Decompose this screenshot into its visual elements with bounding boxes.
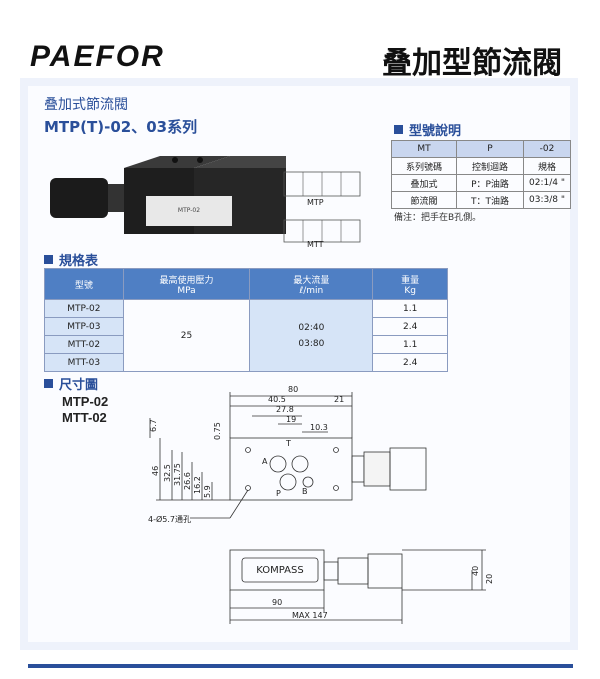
code-cell: -02 [523,140,571,158]
dim-32-5: 32.5 [163,464,172,482]
valve-photo: MTP-02 [50,156,286,234]
port-t: T [285,439,291,448]
brand-logo: PAEFOR [30,40,165,73]
spec-header: 重量 Kg [372,268,448,300]
dim-31-75: 31.75 [173,463,182,486]
spec-weight: 2.4 [372,353,448,372]
dim-40: 40 [471,566,480,576]
kompass-label: KOMPASS [256,565,303,576]
product-series: MTP(T)-02、03系列 [44,118,198,136]
spec-table: 型號 最高使用壓力 MPa 最大流量 ℓ/min 重量 Kg MTP-02 25… [44,268,448,372]
symbol-mtp-label: MTP [307,198,324,207]
spec-section-title: 規格表 [44,250,98,269]
dim-20: 20 [485,574,494,584]
dim-80: 80 [288,385,298,394]
port-a: A [262,457,268,466]
spec-header: 型號 [44,268,124,300]
code-cell: P [456,140,524,158]
dim-max-147: MAX 147 [292,611,328,620]
code-cell: 系列號碼 [391,157,457,175]
bullet-square-icon [44,255,53,264]
port-p: P [276,489,281,498]
code-cell: 控制迴路 [456,157,524,175]
dim-16-2: 16.2 [193,476,202,494]
dim-5-9: 5.9 [203,485,212,498]
dimension-drawing: 80 40.5 21 27.8 19 10.3 0.75 6.7 46 32.5… [148,385,494,624]
dim-section-title: 尺寸圖 [44,374,98,393]
footer-rule [28,664,573,668]
svg-text:MTP-02: MTP-02 [178,207,200,214]
spec-flow-03: 03:80 [298,338,325,349]
dim-46: 46 [151,466,160,476]
dim-26-6: 26.6 [183,472,192,490]
dim-10-3: 10.3 [310,423,328,432]
dim-40-5: 40.5 [268,395,286,404]
spec-pressure: 25 [122,299,251,372]
holes-note: 4-Ø5.7通孔 [148,514,191,524]
code-cell: T：T油路 [456,191,524,209]
model-code-table: MT P -02 系列號碼 控制迴路 規格 叠加式 P：P油路 02:1/4 "… [391,140,571,209]
port-b: B [302,487,308,496]
spec-model: MTT-03 [44,353,124,372]
spec-model: MTP-03 [44,317,124,336]
hydraulic-symbols [283,171,361,243]
spec-model: MTP-02 [44,299,124,318]
code-cell: 叠加式 [391,174,457,192]
code-cell: MT [391,140,457,158]
spec-weight: 1.1 [372,299,448,318]
spec-weight: 1.1 [372,335,448,354]
page-title: 叠加型節流閥 [382,46,562,81]
spec-flow-02: 02:40 [298,322,325,333]
code-section-title: 型號說明 [394,120,461,139]
note-text: 備注：把手在B孔側。 [394,213,482,223]
spec-weight: 2.4 [372,317,448,336]
spec-header: 最大流量 ℓ/min [249,268,374,300]
spec-model: MTT-02 [44,335,124,354]
bullet-square-icon [394,125,403,134]
spec-flow: 02:40 03:80 [249,299,374,372]
code-cell: P：P油路 [456,174,524,192]
dim-model-1: MTP-02 [62,394,109,409]
dim-model-2: MTT-02 [62,410,107,425]
code-cell: 02:1/4 " [523,174,571,192]
spec-header: 最高使用壓力 MPa [122,268,251,300]
code-cell: 規格 [523,157,571,175]
dim-21: 21 [334,395,344,404]
dim-19: 19 [286,415,296,424]
dim-90: 90 [272,598,282,607]
code-cell: 節流閥 [391,191,457,209]
bullet-square-icon [44,379,53,388]
code-cell: 03:3/8 " [523,191,571,209]
dim-0-75: 0.75 [213,422,222,440]
symbol-mtt-label: MTT [307,240,324,249]
dim-6-7: 6.7 [149,419,158,432]
product-name: 叠加式節流閥 [44,97,128,113]
dim-27-8: 27.8 [276,405,294,414]
